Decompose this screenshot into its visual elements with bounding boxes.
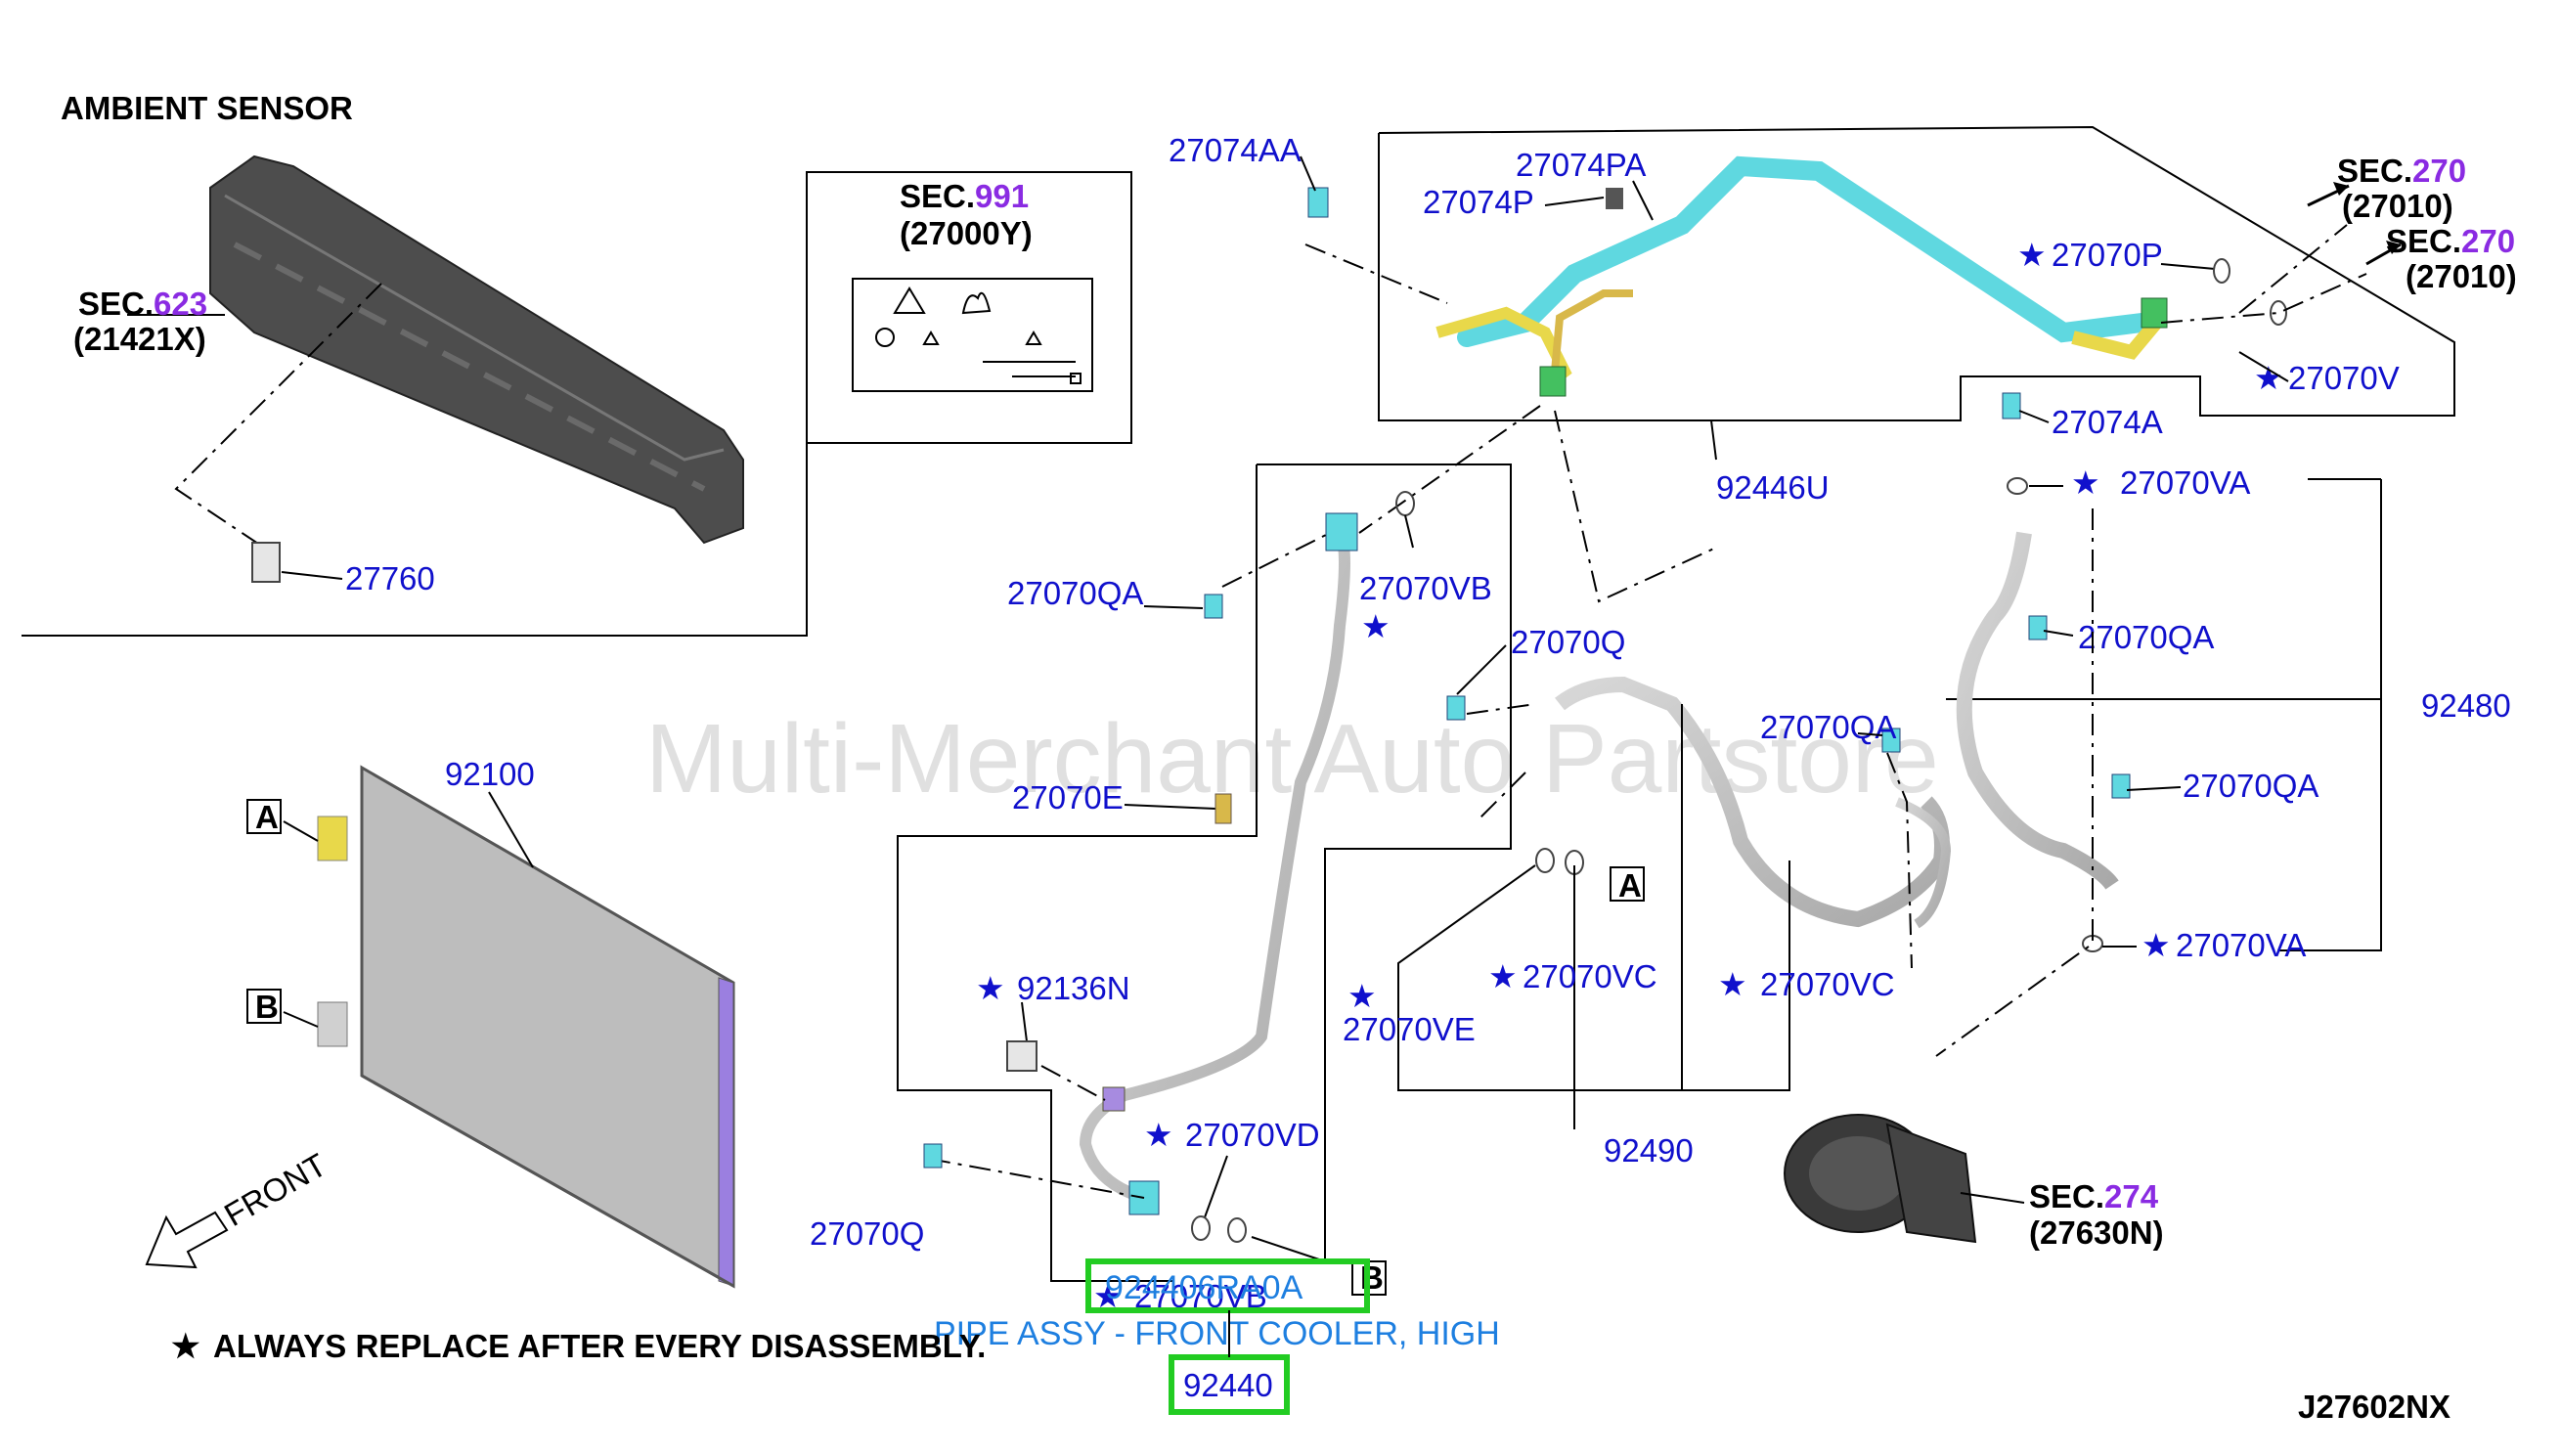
part-27074A[interactable]: 27074A [2052, 404, 2163, 440]
sec-991-part: (27000Y) [900, 215, 1033, 251]
part-27074P[interactable]: 27074P [1423, 184, 1534, 220]
part-27070VB-1[interactable]: 27070VB [1359, 570, 1492, 606]
star-92136N: ★ [976, 970, 1005, 1006]
part-27070QA-3[interactable]: 27070QA [2183, 768, 2318, 804]
svg-text:SEC.274: SEC.274 [2029, 1178, 2159, 1214]
sec-270-link-1[interactable]: 270 [2412, 153, 2466, 189]
sec-623-link[interactable]: 623 [154, 286, 207, 322]
front-arrow-icon [145, 1211, 229, 1269]
star-27070P: ★ [2017, 237, 2047, 273]
part-27070QA-1[interactable]: 27070QA [1760, 709, 1896, 745]
cowl-top-panel [209, 154, 744, 545]
part-27070QA-2[interactable]: 27070QA [2078, 619, 2214, 655]
part-27070VE[interactable]: 27070VE [1343, 1011, 1476, 1047]
warning-label-icon [852, 278, 1093, 392]
star-27070VD: ★ [1144, 1117, 1173, 1153]
part-92480[interactable]: 92480 [2421, 687, 2511, 724]
footnote-star-icon: ★ [171, 1328, 200, 1364]
highlight-part-number-box [1085, 1258, 1370, 1313]
part-27070QA-0[interactable]: 27070QA [1007, 575, 1143, 611]
star-27070VC-2: ★ [1718, 966, 1747, 1002]
part-27070Q-2[interactable]: 27070Q [810, 1215, 924, 1252]
compressor [1784, 1114, 1977, 1244]
part-27760[interactable]: 27760 [345, 560, 435, 596]
part-27070VC-1[interactable]: 27070VC [1523, 958, 1657, 994]
svg-text:SEC.991: SEC.991 [900, 178, 1029, 214]
star-27070VC-1: ★ [1488, 958, 1518, 994]
part-27070Q-1[interactable]: 27070Q [1511, 624, 1625, 660]
ref-box-b-right: B [1360, 1259, 1384, 1296]
part-92490[interactable]: 92490 [1604, 1132, 1694, 1169]
sec-274-link[interactable]: 274 [2104, 1178, 2159, 1214]
star-27070VA-2: ★ [2142, 927, 2171, 963]
watermark: Multi-Merchant Auto Partstore [645, 704, 1939, 814]
star-27070VE: ★ [1347, 978, 1377, 1014]
part-27070VC-2[interactable]: 27070VC [1760, 966, 1895, 1002]
part-27070E[interactable]: 27070E [1012, 779, 1124, 816]
svg-text:SEC.270: SEC.270 [2337, 153, 2466, 189]
star-27070V: ★ [2254, 360, 2283, 396]
star-27070VA-1: ★ [2071, 464, 2100, 501]
part-27070VA-2[interactable]: 27070VA [2176, 927, 2306, 963]
ref-box-a-right: A [1618, 867, 1642, 904]
highlight-part-number[interactable]: 924406RA0A [1105, 1269, 1303, 1306]
part-27070VA-1[interactable]: 27070VA [2120, 464, 2250, 501]
svg-text:SEC.623: SEC.623 [78, 286, 207, 322]
ambient-sensor-title: AMBIENT SENSOR [61, 90, 353, 126]
sec-991-link[interactable]: 991 [975, 178, 1029, 214]
part-92446U[interactable]: 92446U [1716, 469, 1830, 506]
sec-274-part: (27630N) [2029, 1214, 2164, 1251]
star-27070VB-1: ★ [1361, 608, 1391, 644]
part-27074PA[interactable]: 27074PA [1516, 147, 1646, 183]
svg-text:SEC.270: SEC.270 [2386, 223, 2515, 259]
part-92440[interactable]: 92440 [1183, 1367, 1273, 1403]
sec-270-part-1: (27010) [2342, 188, 2453, 224]
sec-270-link-2[interactable]: 270 [2461, 223, 2515, 259]
part-27070VD[interactable]: 27070VD [1185, 1117, 1320, 1153]
ref-box-a-left: A [255, 799, 279, 835]
part-27070P[interactable]: 27070P [2052, 237, 2163, 273]
ambient-sensor-part [251, 542, 281, 583]
part-92136N[interactable]: 92136N [1017, 970, 1130, 1006]
condenser [360, 765, 735, 1289]
part-92100[interactable]: 92100 [445, 756, 535, 792]
highlight-description: PIPE ASSY - FRONT COOLER, HIGH [934, 1315, 1500, 1352]
part-27070V[interactable]: 27070V [2288, 360, 2400, 396]
sec-270-part-2: (27010) [2406, 258, 2517, 294]
footnote: ALWAYS REPLACE AFTER EVERY DISASSEMBLY. [213, 1328, 986, 1364]
front-label: FRONT [218, 1146, 332, 1233]
part-27074AA[interactable]: 27074AA [1169, 132, 1302, 168]
sec-623-part: (21421X) [73, 321, 206, 357]
ref-box-b-left: B [255, 989, 279, 1025]
diagram-code: J27602NX [2298, 1389, 2451, 1425]
